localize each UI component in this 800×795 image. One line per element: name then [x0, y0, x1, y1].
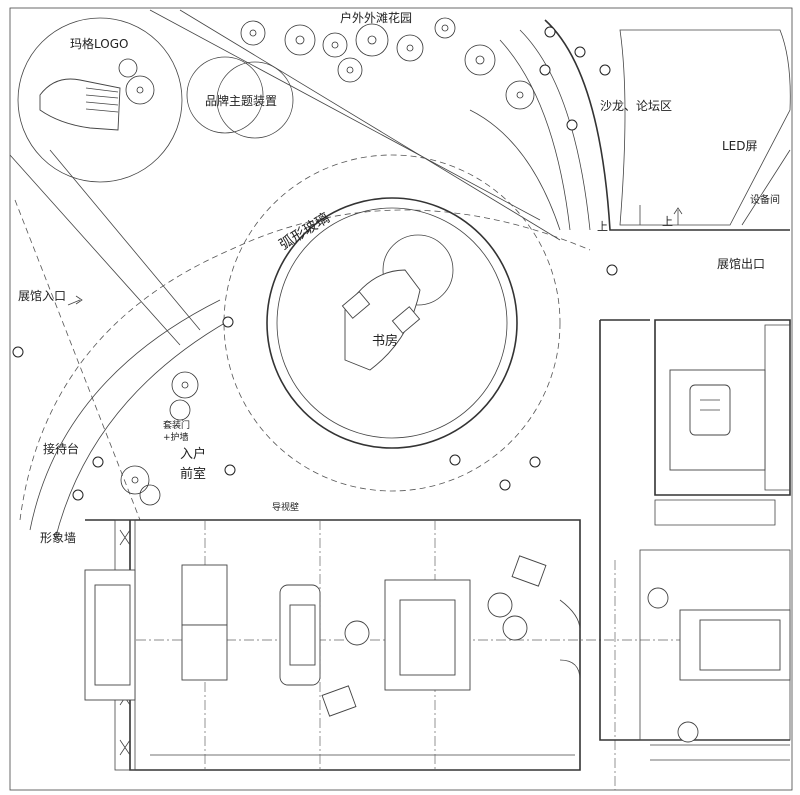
right-rooms — [599, 319, 791, 761]
led-screen-label: LED屏 — [722, 139, 758, 153]
exhibition-entrance-label: 展馆入口 — [18, 288, 66, 303]
reception-desk-label: 接待台 — [43, 441, 79, 456]
equipment-room-label: 设备间 — [750, 193, 780, 206]
outdoor-garden-label: 户外外滩花园 — [340, 10, 412, 25]
arc-glass-label: 弧形玻璃 — [276, 209, 332, 253]
direction-arrows — [67, 207, 683, 306]
brand-installation-label: 品牌主题装置 — [205, 94, 277, 108]
exhibition-exit-label: 展馆出口 — [717, 256, 765, 271]
entry-foyer-label-2: 前室 — [180, 466, 206, 482]
door-guard-label-2: +护墙 — [163, 431, 189, 443]
brand-installation-area — [186, 56, 294, 139]
salon-forum-label: 沙龙、论坛区 — [600, 99, 672, 113]
logo-area — [17, 17, 183, 183]
image-wall-label: 形象墙 — [40, 531, 76, 545]
people-figures — [12, 26, 618, 501]
diagonal-paths — [9, 9, 561, 521]
door-arcs — [559, 599, 581, 681]
entry-foyer-label-1: 入户 — [180, 446, 206, 462]
study-label: 书房 — [372, 333, 398, 349]
main-building-furniture — [84, 555, 547, 717]
door-guard-label-1: 套装门 — [163, 419, 190, 431]
garden-trees — [118, 17, 535, 506]
entrance-curves — [19, 209, 591, 541]
maga-logo-label: 玛格LOGO — [70, 36, 128, 51]
site-boundary — [9, 7, 793, 791]
guide-wall-label: 导视壁 — [272, 501, 299, 513]
stairs-up-label-1: 上 — [597, 220, 608, 233]
stairs-up-label-2: 上 — [662, 215, 673, 228]
round-study — [223, 154, 561, 492]
salon-forum-area — [469, 19, 791, 231]
